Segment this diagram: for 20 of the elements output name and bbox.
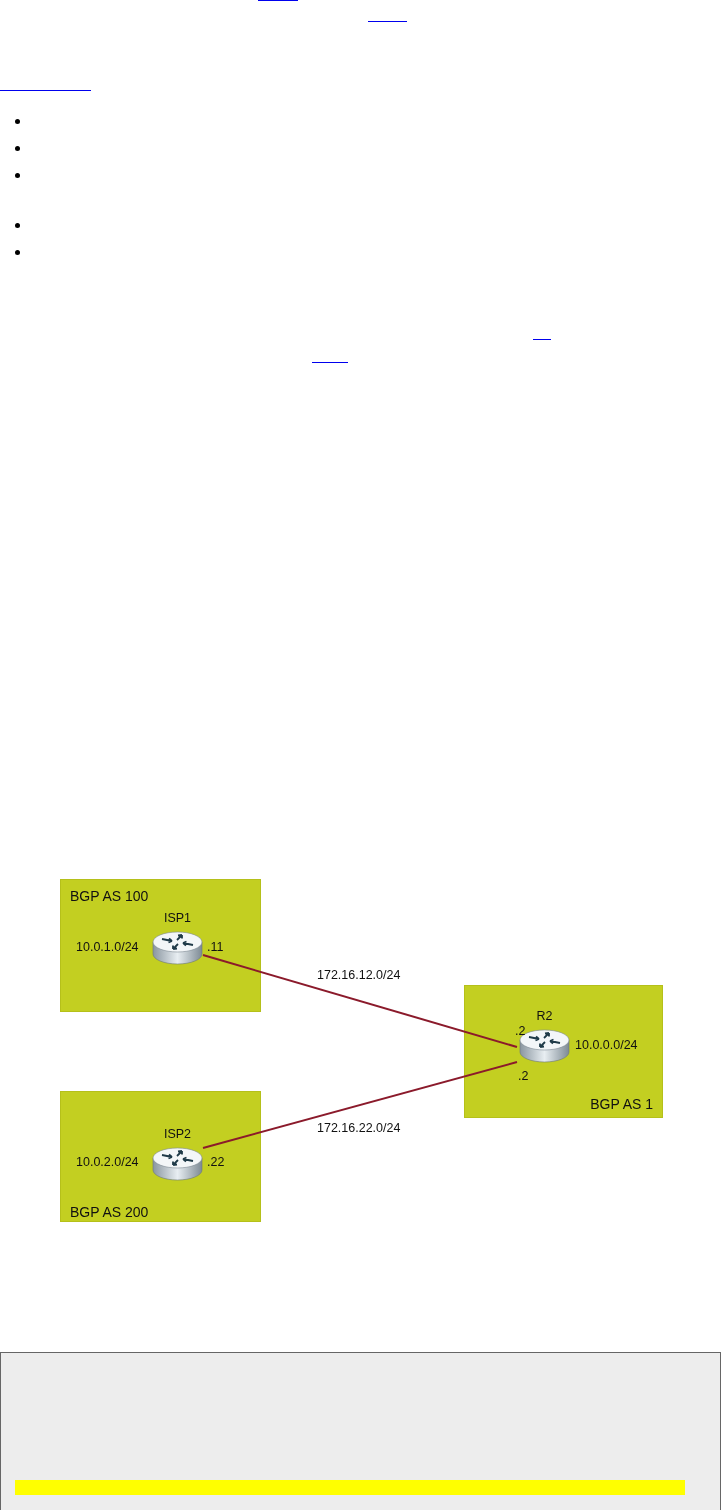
group-title: BGP AS 100 xyxy=(70,889,149,903)
edge-label: 172.16.12.0/24 xyxy=(317,968,401,982)
router-name: ISP2 xyxy=(162,1127,193,1141)
link-line xyxy=(202,954,518,1048)
interface-address: .11 xyxy=(207,940,224,954)
group-title: BGP AS 200 xyxy=(70,1205,149,1219)
as-group-box xyxy=(60,1091,261,1222)
interface-address: .2 xyxy=(518,1069,529,1083)
as-group-box xyxy=(464,985,663,1118)
network-address: 10.0.1.0/24 xyxy=(76,940,139,954)
router-name: ISP1 xyxy=(162,911,193,925)
link-line xyxy=(202,1061,518,1149)
network-address: 10.0.2.0/24 xyxy=(76,1155,139,1169)
network-address: 10.0.0.0/24 xyxy=(575,1038,638,1052)
interface-address: .2 xyxy=(515,1024,526,1038)
router-name: R2 xyxy=(535,1009,554,1023)
as-group-box xyxy=(60,879,261,1012)
edge-label: 172.16.22.0/24 xyxy=(317,1121,401,1135)
group-title: BGP AS 1 xyxy=(590,1097,653,1111)
interface-address: .22 xyxy=(207,1155,225,1169)
